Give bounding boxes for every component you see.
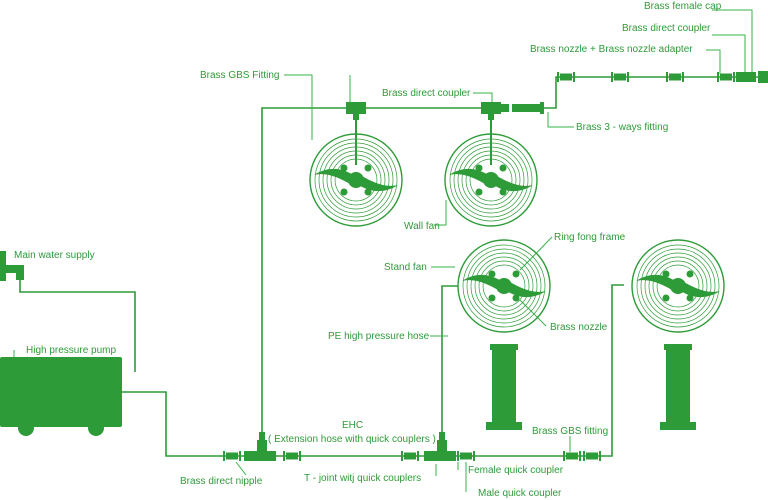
label-brass-nozzle-adapter: Brass nozzle + Brass nozzle adapter bbox=[530, 44, 693, 55]
label-female-quick-coupler: Female quick coupler bbox=[468, 465, 564, 476]
brass-gbs-fitting-wall-fan-1 bbox=[346, 102, 366, 165]
stand-fan-2 bbox=[631, 239, 725, 430]
label-high-pressure-pump: High pressure pump bbox=[26, 345, 116, 356]
label-brass-gbs-fitting-bottom: Brass GBS fitting bbox=[532, 426, 608, 437]
label-brass-3-ways-fitting: Brass 3 - ways fitting bbox=[576, 122, 668, 133]
main-water-supply-tap bbox=[0, 251, 24, 281]
t-joint-left bbox=[244, 432, 276, 461]
label-t-joint: T - joint witj quick couplers bbox=[304, 473, 421, 484]
label-brass-direct-coupler-top: Brass direct coupler bbox=[622, 23, 711, 34]
label-main-water-supply: Main water supply bbox=[14, 250, 95, 261]
labels: Brass female cap Brass direct coupler Br… bbox=[14, 1, 722, 499]
stand-fan-1 bbox=[457, 239, 551, 430]
label-ehc-description: ( Extension hose with quick couplers ) bbox=[268, 434, 436, 445]
label-ring-fong-frame: Ring fong frame bbox=[554, 232, 626, 243]
label-brass-gbs-fitting-top: Brass GBS Fitting bbox=[200, 70, 279, 81]
t-joint-right bbox=[424, 432, 456, 461]
leader-lines bbox=[13, 9, 753, 492]
label-brass-nozzle: Brass nozzle bbox=[550, 322, 608, 333]
label-pe-high-pressure-hose: PE high pressure hose bbox=[328, 331, 430, 342]
label-brass-female-cap: Brass female cap bbox=[644, 1, 722, 12]
brass-gbs-fitting-wall-fan-2 bbox=[481, 102, 501, 165]
brass-3-ways-fitting bbox=[501, 102, 544, 114]
nozzle-line-fittings bbox=[557, 71, 768, 83]
label-male-quick-coupler: Male quick coupler bbox=[478, 488, 562, 499]
high-pressure-pump bbox=[0, 357, 122, 436]
label-brass-direct-coupler-mid: Brass direct coupler bbox=[382, 88, 471, 99]
label-ehc: EHC bbox=[342, 420, 363, 431]
label-stand-fan: Stand fan bbox=[384, 262, 427, 273]
label-brass-direct-nipple: Brass direct nipple bbox=[180, 476, 263, 487]
label-wall-fan: Wall fan bbox=[404, 221, 440, 232]
